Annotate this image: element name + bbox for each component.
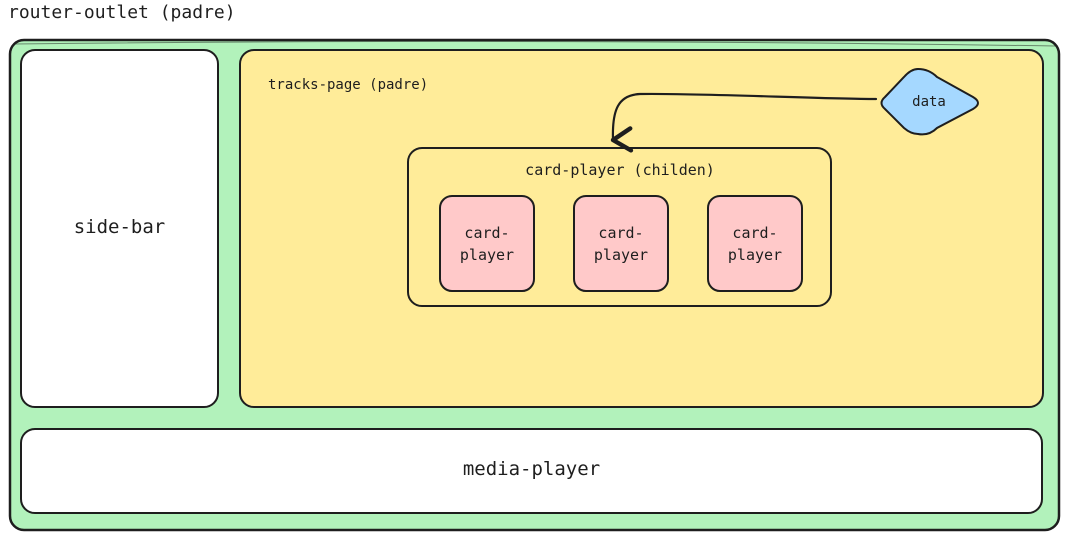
- data-flow-arrow: [610, 92, 878, 153]
- card-player-label-2: card- player: [593, 224, 649, 264]
- card-player-container-title: card-player (childen): [525, 161, 715, 179]
- data-node-label: data: [912, 94, 946, 110]
- card-player-1: [439, 195, 535, 292]
- card-player-label-1: card- player: [459, 224, 515, 264]
- media-player-box: [20, 428, 1043, 514]
- card-player-2: [573, 195, 669, 292]
- media-player-title: media-player: [462, 458, 601, 480]
- side-bar-box: [20, 49, 219, 408]
- router-outlet-title: router-outlet (padre): [8, 2, 236, 23]
- data-diamond: [880, 67, 979, 136]
- tracks-page-title: tracks-page (padre): [268, 77, 429, 93]
- side-bar-title: side-bar: [73, 216, 166, 238]
- card-player-3: [707, 195, 803, 292]
- card-player-label-3: card- player: [727, 224, 783, 264]
